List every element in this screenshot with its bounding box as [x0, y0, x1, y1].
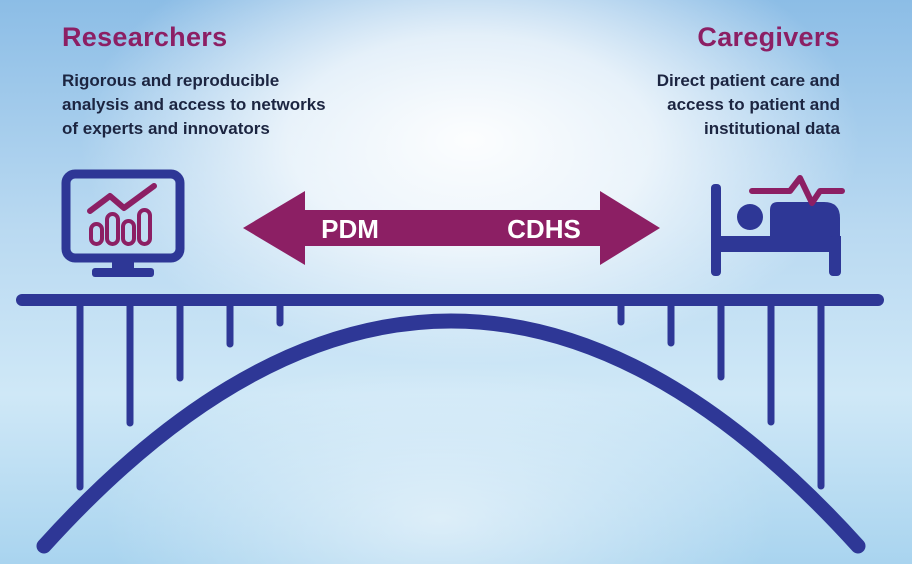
- researchers-panel: Researchers Rigorous and reproducible an…: [62, 22, 382, 141]
- monitor-chart-icon: [61, 169, 185, 277]
- caregivers-description: Direct patient care and access to patien…: [520, 69, 840, 141]
- researchers-description-line: analysis and access to networks: [62, 95, 326, 114]
- researchers-description: Rigorous and reproducible analysis and a…: [62, 69, 382, 141]
- caregivers-panel: Caregivers Direct patient care and acces…: [520, 22, 840, 141]
- caregivers-description-line: Direct patient care and: [656, 71, 840, 90]
- caregivers-description-line: access to patient and: [667, 95, 840, 114]
- researchers-description-line: Rigorous and reproducible: [62, 71, 280, 90]
- arch-bridge-icon: [16, 294, 884, 554]
- researchers-title: Researchers: [62, 22, 228, 52]
- caregivers-description-line: institutional data: [704, 119, 840, 138]
- arrow-label-pdm: PDM: [321, 214, 379, 244]
- caregivers-title: Caregivers: [697, 22, 840, 52]
- arrow-label-cdhs: CDHS: [507, 214, 581, 244]
- hospital-bed-icon: [711, 175, 845, 276]
- double-arrow-icon: [243, 191, 660, 265]
- researchers-description-line: of experts and innovators: [62, 119, 270, 138]
